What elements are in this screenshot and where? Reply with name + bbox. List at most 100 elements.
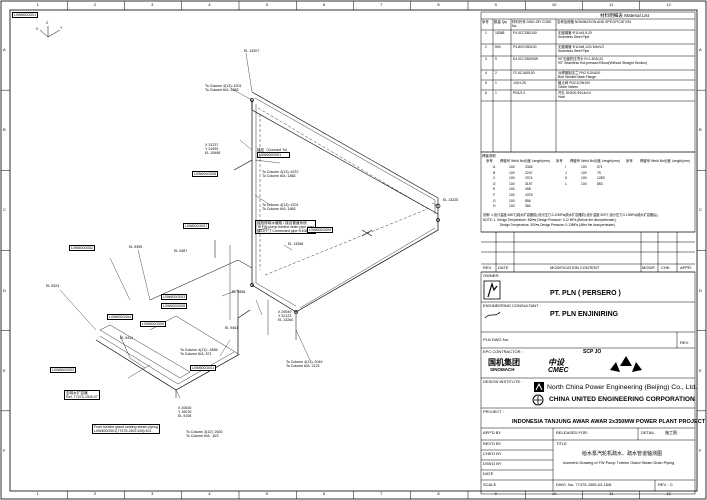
weld-cell: 4378 (525, 193, 533, 197)
weld-cell: 100 (581, 181, 587, 186)
title-label: TITLE (556, 441, 567, 446)
material-qty: 9 (495, 57, 497, 61)
elevation-label: EL 9324 (46, 284, 60, 288)
frame-column-label: 11 (609, 491, 614, 496)
material-header: 序号 (482, 20, 489, 24)
frame-row-label: C (699, 207, 702, 213)
engineering-name: PT. PLN ENJINIRING (550, 311, 619, 318)
frame-row-label: F (699, 447, 702, 453)
scp-label: SCP JO (583, 349, 602, 355)
rev-header: REV. (483, 265, 492, 270)
weld-cell: 100 (581, 170, 587, 175)
material-no: 1 (485, 31, 487, 35)
axis-label-z: Z (46, 21, 49, 25)
cmec-logo-en: CMEC (548, 367, 569, 374)
material-no: 5 (485, 81, 487, 85)
rev-header: MODIF. (642, 265, 656, 270)
weld-cell: 100 (581, 165, 587, 169)
weld-header: 长度 Length(mm) (664, 159, 691, 163)
frame-column-label: 1 (36, 2, 39, 7)
weld-cell: H (493, 204, 496, 209)
owner-name: PT. PLN ( PERSERO ) (550, 290, 621, 297)
weld-cell: 100 (509, 176, 515, 181)
material-qty: 594 (495, 45, 501, 49)
frame-column-label: 11 (609, 2, 614, 7)
design-note: 说明: 1.设计温度:456℃(疏水扩容器前);设计压力:0.12MPa(疏水扩… (483, 213, 661, 217)
sinomach-logo-en: SINOMACH (490, 367, 515, 372)
material-qty: 1 (495, 91, 497, 95)
rev-header: APPR. (680, 265, 693, 270)
frame-column-label: 9 (494, 491, 497, 496)
signoff-row-label: DSN'D BY (483, 461, 502, 466)
detail-label: DETAIL (641, 430, 655, 435)
design-note: Design Temperature: 300℃,Design Pressure… (500, 223, 616, 227)
sinomach-logo-cn: 国机集团 (488, 358, 520, 367)
weld-header: 焊缝号 Weld No. (500, 159, 525, 163)
material-code: P4.0CC05D100 (513, 31, 537, 35)
institute-cuec: CHINA UNITED ENGINEERING CORPORATION (549, 396, 695, 403)
frame-row-label: A (699, 47, 702, 53)
weld-cell: 100 (509, 165, 515, 169)
elevation-label: EL 13268 (288, 242, 304, 246)
line-tag: L0W600G009 (307, 227, 334, 233)
frame-column-label: 8 (437, 2, 440, 7)
material-no: 3 (485, 57, 487, 61)
material-spec: 90°无缝热压弯头 R=1.5DN,20 (558, 57, 604, 61)
weld-cell: 571 (597, 165, 603, 169)
frame-column-label: 5 (265, 2, 268, 7)
drawing-title-cn: 给水泵汽轮机疏水、疏水管道轴测图 (582, 451, 663, 457)
material-qty: 2 (495, 71, 497, 75)
weld-cell: 384 (525, 204, 531, 209)
line-tag: L0W600G003 (161, 294, 188, 300)
frame-row-label: D (3, 287, 6, 293)
frame-column-label: 8 (437, 491, 440, 496)
frame-row-label: A (3, 47, 6, 53)
weld-cell: A (493, 165, 496, 169)
frame-row-label: B (699, 127, 702, 133)
connect-to-note: 接至（Connect To） L0W600G001 (257, 148, 290, 158)
project-name: INDONESIA TANJUNG AWAR AWAR 2x350MW POWE… (512, 419, 706, 425)
material-spec: 截止阀 PN2.5,DN100 (558, 81, 591, 85)
institute-ncpe: North China Power Engineering (Beijing) … (547, 384, 697, 391)
material-spec: 开孔 DN100,Φ114x14 (558, 91, 591, 95)
weld-cell: 498 (525, 187, 531, 192)
elevation-label: EL 9558 (232, 290, 246, 294)
weld-cell: F (493, 193, 496, 197)
frame-column-label: 2 (93, 491, 97, 496)
cmec-logo-cn: 中设 (548, 358, 564, 367)
frame-column-label: 10 (551, 491, 557, 496)
weld-cell: 100 (509, 193, 515, 197)
material-spec: 无缝钢管 Φ114x3.5,20 (558, 31, 592, 35)
weld-cell: 3345 (525, 165, 533, 169)
axis-label-x: X (36, 27, 39, 31)
material-spec: 90° Seamless Hot-pressed Elbow(Without S… (558, 61, 648, 66)
material-header: 名称及规格 NOMINATION AND SPECIFICATION (557, 20, 631, 24)
material-qty: 18368 (495, 31, 505, 35)
material-no: 4 (485, 71, 487, 75)
signoff-row-label: SCALE (483, 482, 497, 487)
weld-header: 序号 (486, 159, 493, 163)
pln-dwg-rev: REV. (680, 340, 689, 345)
rev-header: MODIFICATION CONTENT (550, 265, 600, 270)
frame-column-label: 6 (322, 491, 326, 496)
weld-header: 序号 (556, 159, 563, 163)
weld-cell: 1974 (525, 176, 533, 181)
weld-cell: 100 (509, 204, 515, 209)
weld-cell: C (493, 176, 496, 181)
elevation-label: EL 9395 (129, 245, 143, 249)
weld-cell: 100 (509, 181, 515, 186)
pln-dwg-label: PLN DWG No. (483, 337, 510, 342)
material-spec: 对焊钢制法兰 PN2.5,DN100 (558, 71, 601, 75)
pipe-branch-left (233, 159, 253, 171)
engineering-label: ENGINEERING CONSULTANT : (483, 303, 541, 308)
line-tag: L0W600G007 (183, 223, 210, 229)
